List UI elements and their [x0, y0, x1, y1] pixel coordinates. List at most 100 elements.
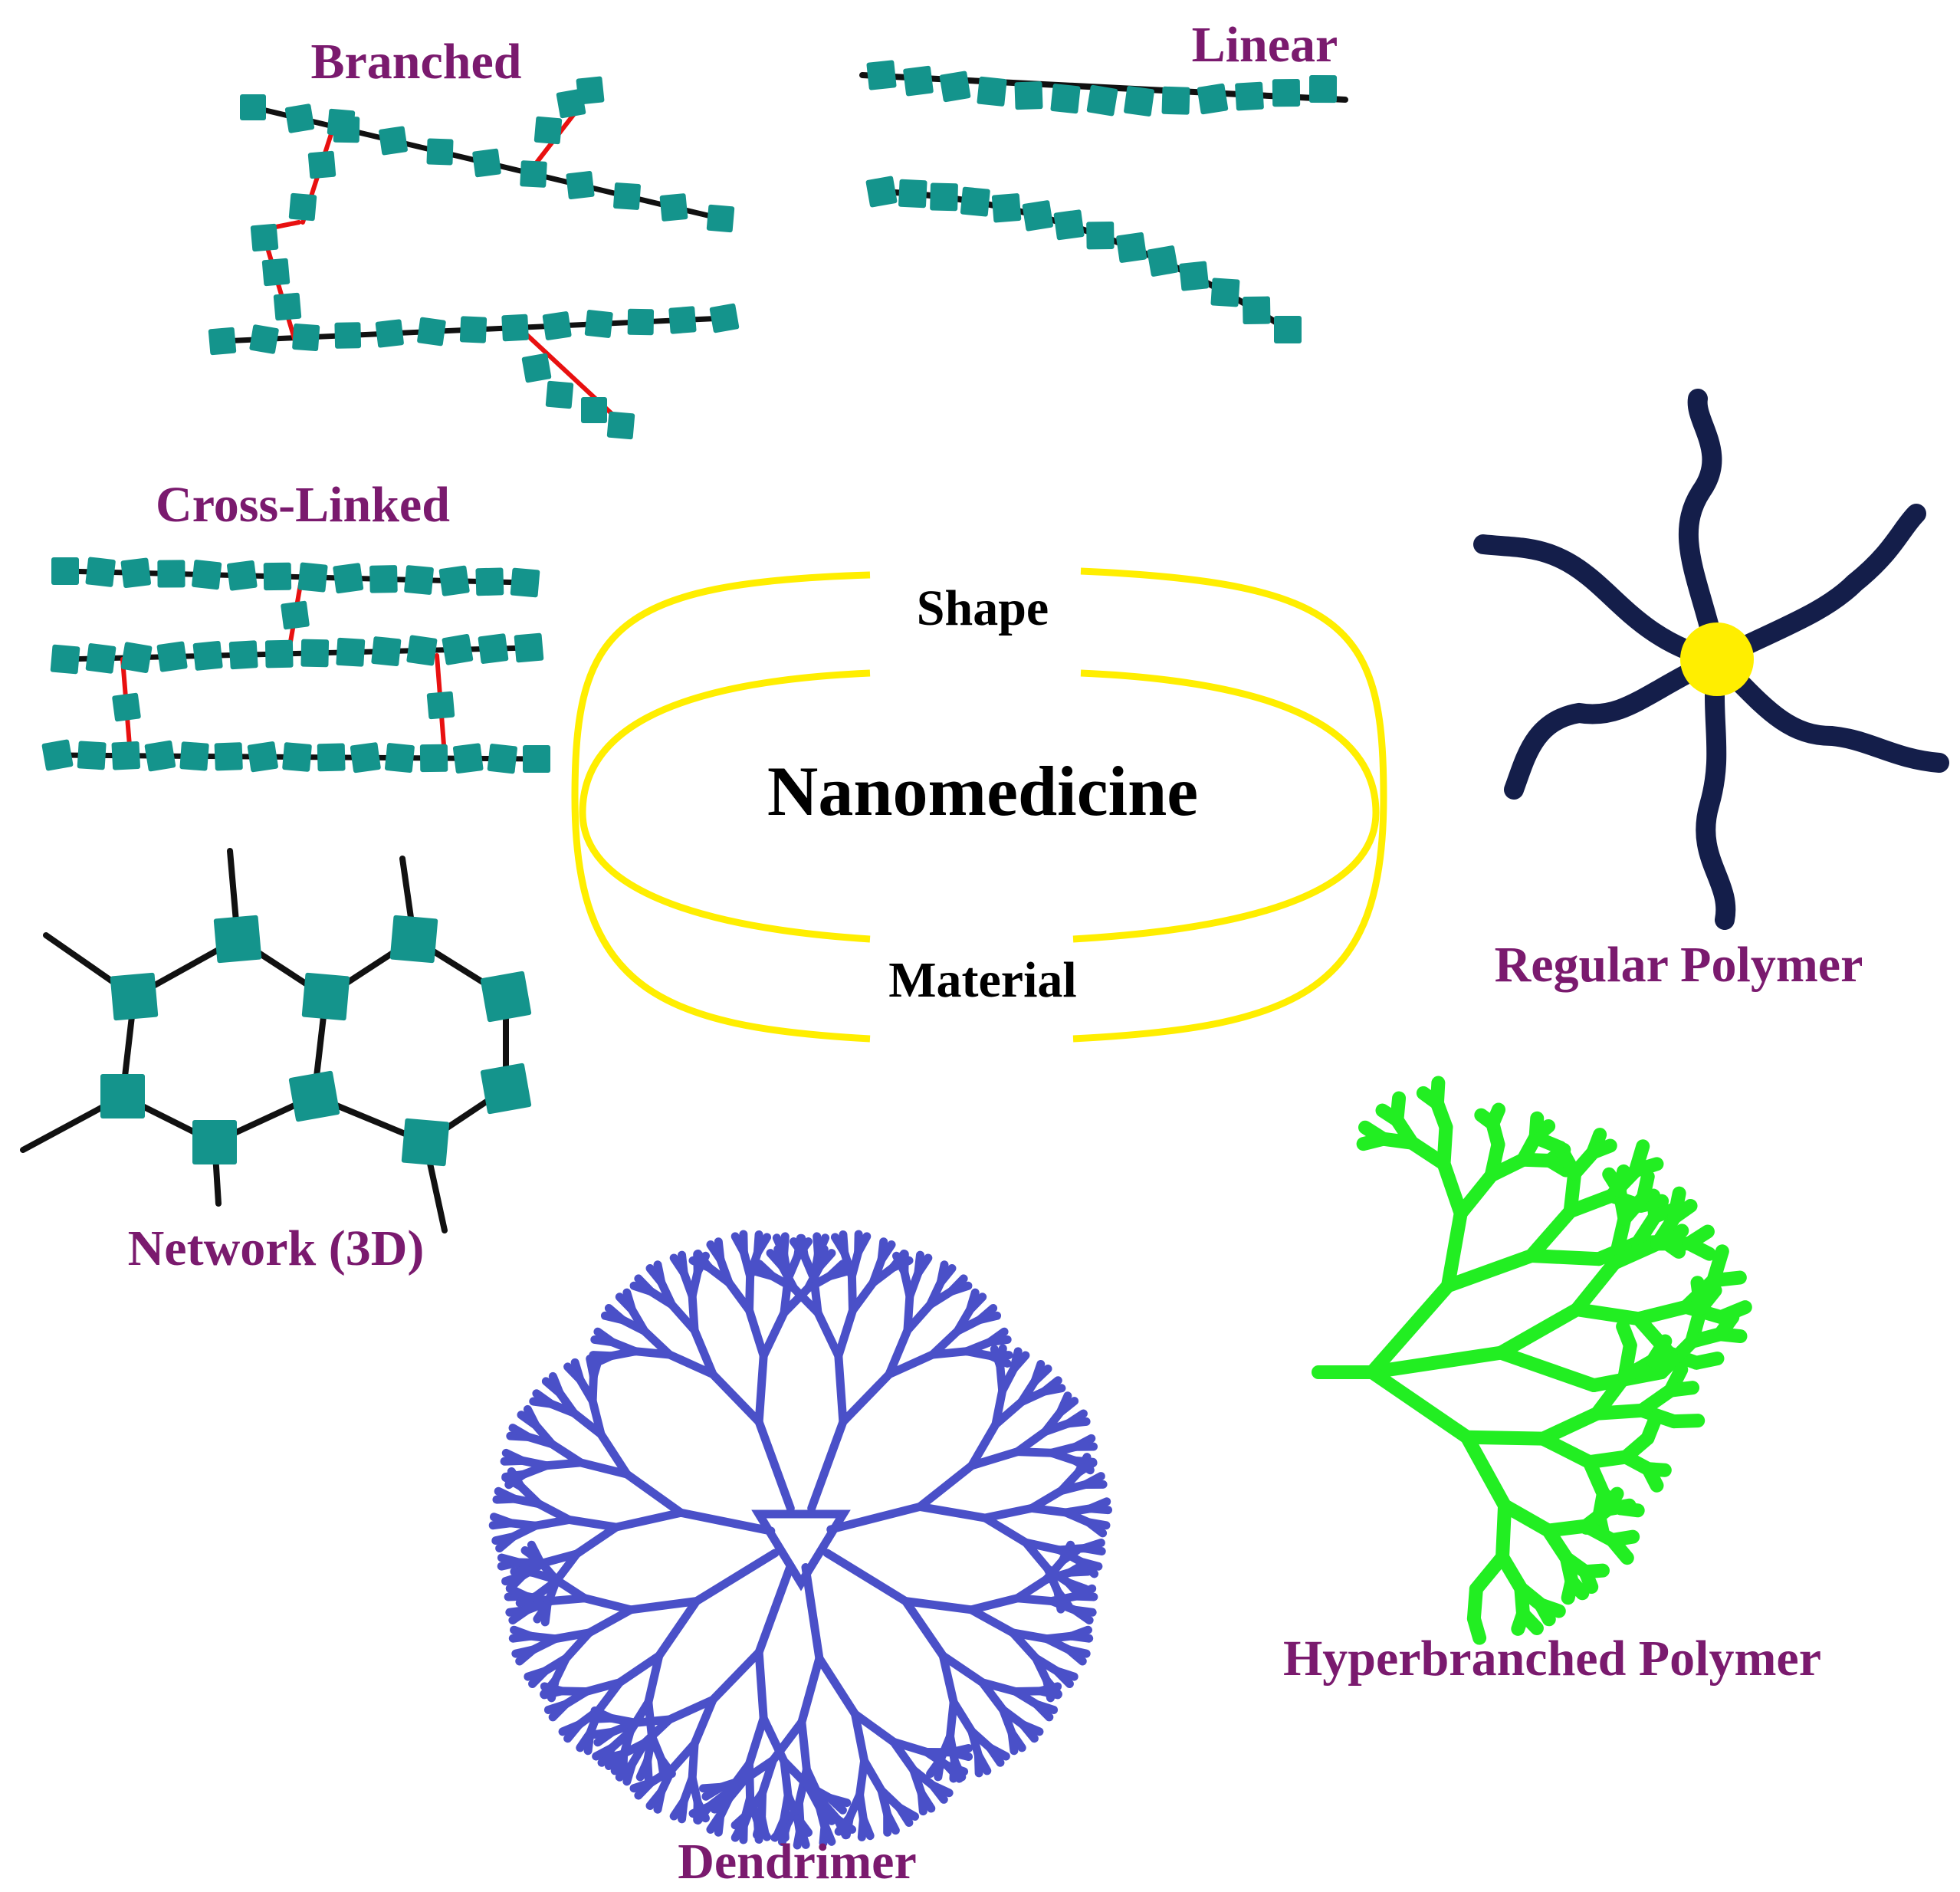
dendrimer-branch: [1021, 1538, 1052, 1574]
monomer-unit: [333, 563, 364, 594]
dendrimer-branch: [593, 1327, 617, 1347]
dendrimer-branch: [604, 1303, 627, 1325]
dendrimer-branch: [1065, 1645, 1087, 1666]
dendrimer-branch: [497, 1553, 524, 1567]
monomer-unit: [903, 65, 934, 97]
dendrimer-branch: [539, 1549, 581, 1568]
monomer-unit: [120, 557, 152, 589]
monomer-unit: [417, 317, 446, 347]
dendrimer-branch: [1056, 1397, 1079, 1417]
monomer-unit: [300, 639, 330, 668]
hyperbranched-branch: [1689, 1352, 1725, 1370]
dendrimer-branch: [706, 1810, 725, 1834]
network-node: [110, 972, 159, 1021]
monomer-unit: [706, 204, 735, 233]
dendrimer-branch: [570, 1358, 585, 1385]
dendrimer-branch: [754, 1417, 795, 1513]
dendrimer-branch: [699, 1782, 726, 1793]
dendrimer-branch: [501, 1448, 527, 1465]
dendrimer-branch: [826, 1502, 924, 1534]
monomer-unit: [226, 560, 258, 591]
dendrimer-branch: [851, 1710, 898, 1746]
monomer-unit: [375, 319, 404, 348]
hyperbranched-branch: [1631, 1299, 1693, 1326]
dendrimer-branch: [973, 1751, 983, 1778]
dendrimer-branch: [753, 1817, 763, 1844]
dendrimer: [488, 1230, 1113, 1850]
dendrimer-branch: [730, 1818, 748, 1842]
hyperbranched-branch: [1430, 1076, 1446, 1111]
monomer-unit: [566, 171, 595, 199]
hyperbranched-branch: [1365, 1365, 1474, 1444]
monomer-unit: [263, 562, 292, 591]
monomer-unit: [371, 636, 402, 667]
backbone-bond: [881, 189, 1290, 333]
hyperbranched-branch: [1358, 1120, 1390, 1146]
network-node: [401, 1118, 450, 1167]
linear-label: Linear: [1192, 17, 1338, 73]
monomer-unit: [85, 557, 116, 587]
hyperbranched-branch: [1570, 1256, 1622, 1317]
dendrimer-branch: [754, 1562, 795, 1657]
dendrimer-branch: [655, 1597, 701, 1660]
monomer-unit: [426, 691, 455, 720]
monomer-unit: [1308, 75, 1338, 103]
monomer-unit: [520, 160, 547, 188]
star-arm-6: [1473, 534, 1727, 669]
monomer-unit: [240, 94, 266, 120]
dendrimer-branch: [1067, 1631, 1094, 1643]
center-top-label: Shape: [917, 580, 1049, 636]
dendrimer-branch: [793, 1814, 805, 1841]
dendrimer-branch: [744, 1271, 755, 1315]
dendrimer-branch: [807, 1417, 848, 1513]
dendrimer-branch: [915, 1461, 977, 1511]
monomer-unit: [317, 743, 346, 772]
hyperbranched-branch: [1459, 1430, 1512, 1513]
monomer-unit: [1022, 200, 1054, 232]
hyperbranched-branch: [1495, 1499, 1512, 1565]
dendrimer-branch: [576, 1458, 632, 1479]
dendrimer-branch: [532, 1389, 556, 1408]
hyperbranched-branch: [1498, 1499, 1556, 1538]
dendrimer-branch: [857, 1815, 868, 1841]
dendrimer-branch: [825, 1266, 852, 1281]
hyperbranched-branch: [1682, 1237, 1716, 1261]
monomer-unit: [523, 745, 550, 773]
dendrimer-branch: [534, 1499, 573, 1524]
monomer-unit: [865, 176, 898, 208]
outer-ring-bottom-right: [1072, 797, 1387, 1043]
monomer-unit: [288, 192, 317, 222]
dendrimer-branch: [1085, 1504, 1113, 1515]
hyperbranched-branch: [1453, 1168, 1499, 1220]
monomer-unit: [709, 303, 740, 333]
star-arm-1: [1678, 389, 1727, 669]
star-core: [1680, 622, 1754, 696]
hyperbranched-branch: [1570, 1302, 1646, 1326]
monomer-unit: [478, 633, 509, 664]
dendrimer-branch: [665, 1350, 717, 1379]
monomer-unit: [534, 116, 563, 145]
dendrimer-branch: [589, 1351, 616, 1361]
branched-polymer: [208, 76, 740, 440]
star-arm-4: [1696, 649, 1736, 930]
inner-ring-right: [1072, 669, 1380, 943]
dendrimer-branch: [938, 1651, 958, 1707]
monomer-unit: [1274, 316, 1302, 343]
dendrimer-branch: [967, 1594, 1022, 1614]
dendrimer-branch: [564, 1515, 621, 1532]
dendrimer-branch: [815, 1803, 829, 1830]
outer-ring-top-right: [1080, 567, 1387, 798]
dendrimer-label: Dendrimer: [678, 1834, 917, 1890]
dendrimer-branch: [813, 1233, 830, 1259]
dendrimer-branch: [622, 1288, 636, 1314]
dendrimer-branch: [991, 1398, 1026, 1429]
dendrimer-branch: [839, 1230, 849, 1257]
dendrimer-branch: [690, 1695, 717, 1749]
dendrimer-branch: [1072, 1591, 1098, 1601]
network-node: [480, 1063, 532, 1115]
dendrimer-branch: [947, 1281, 973, 1296]
monomer-unit: [1161, 86, 1190, 115]
dendrimer-branch: [489, 1513, 515, 1528]
monomer-unit: [157, 560, 185, 588]
star-arm-3: [1707, 649, 1949, 773]
